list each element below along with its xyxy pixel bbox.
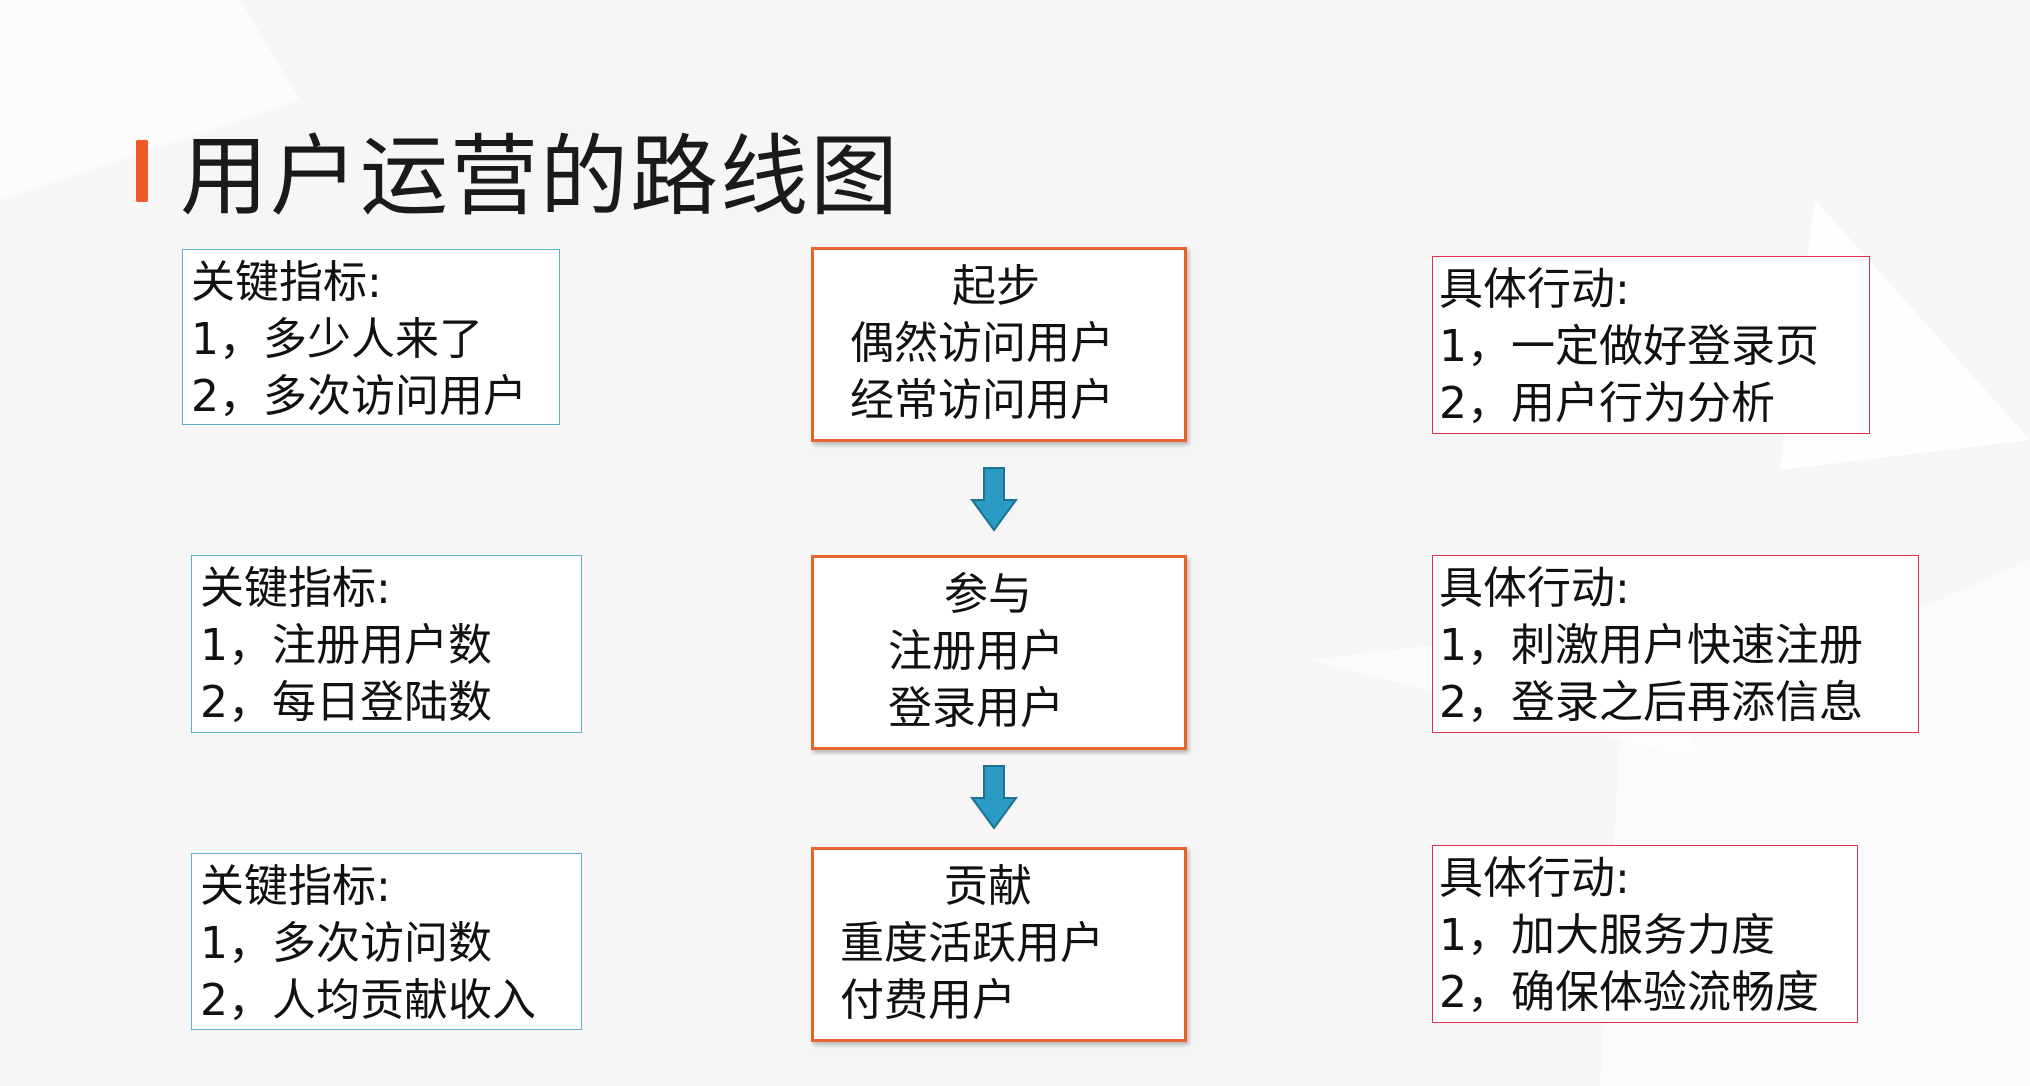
metrics-box-contribute: 关键指标: 1，多次访问数 2，人均贡献收入 [191,853,582,1030]
stage-item: 付费用户 [840,975,1016,1026]
actions-item: 1，加大服务力度 [1439,910,1775,961]
down-arrow-shape [970,467,1018,532]
stage-item: 登录用户 [888,683,1064,734]
metrics-item: 2，每日登陆数 [200,677,492,728]
actions-item: 2，登录之后再添信息 [1439,677,1863,728]
stage-item: 经常访问用户 [850,375,1114,426]
stage-item: 注册用户 [888,626,1064,677]
actions-box-contribute: 具体行动: 1，加大服务力度 2，确保体验流畅度 [1432,845,1858,1023]
actions-heading: 具体行动: [1439,853,1630,904]
actions-heading: 具体行动: [1439,563,1630,614]
down-arrow-icon [970,765,1018,830]
metrics-item: 2，多次访问用户 [191,371,527,422]
actions-box-start: 具体行动: 1，一定做好登录页 2，用户行为分析 [1432,256,1870,434]
metrics-box-start: 关键指标: 1，多少人来了 2，多次访问用户 [182,249,560,425]
metrics-heading: 关键指标: [200,563,391,614]
metrics-item: 1，多少人来了 [191,314,483,365]
page-title: 用户运营的路线图 [180,125,901,228]
actions-box-participate: 具体行动: 1，刺激用户快速注册 2，登录之后再添信息 [1432,555,1919,733]
title-accent-bar [136,140,148,202]
stage-box-participate: 参与 注册用户 登录用户 [811,555,1187,750]
stage-box-start: 起步 偶然访问用户 经常访问用户 [811,247,1187,442]
actions-item: 2，确保体验流畅度 [1439,967,1819,1018]
down-arrow-icon [970,467,1018,532]
actions-item: 2，用户行为分析 [1439,378,1775,429]
actions-item: 1，一定做好登录页 [1439,321,1819,372]
down-arrow-shape [970,765,1018,830]
stage-item: 重度活跃用户 [840,918,1104,969]
stage-name: 参与 [944,569,1032,620]
stage-name: 起步 [952,261,1040,312]
metrics-box-participate: 关键指标: 1，注册用户数 2，每日登陆数 [191,555,582,733]
metrics-item: 2，人均贡献收入 [200,975,536,1026]
actions-item: 1，刺激用户快速注册 [1439,620,1863,671]
metrics-heading: 关键指标: [200,861,391,912]
stage-name: 贡献 [944,861,1032,912]
stage-item: 偶然访问用户 [850,318,1114,369]
metrics-heading: 关键指标: [191,257,382,308]
stage-box-contribute: 贡献 重度活跃用户 付费用户 [811,847,1187,1042]
metrics-item: 1，注册用户数 [200,620,492,671]
actions-heading: 具体行动: [1439,264,1630,315]
metrics-item: 1，多次访问数 [200,918,492,969]
